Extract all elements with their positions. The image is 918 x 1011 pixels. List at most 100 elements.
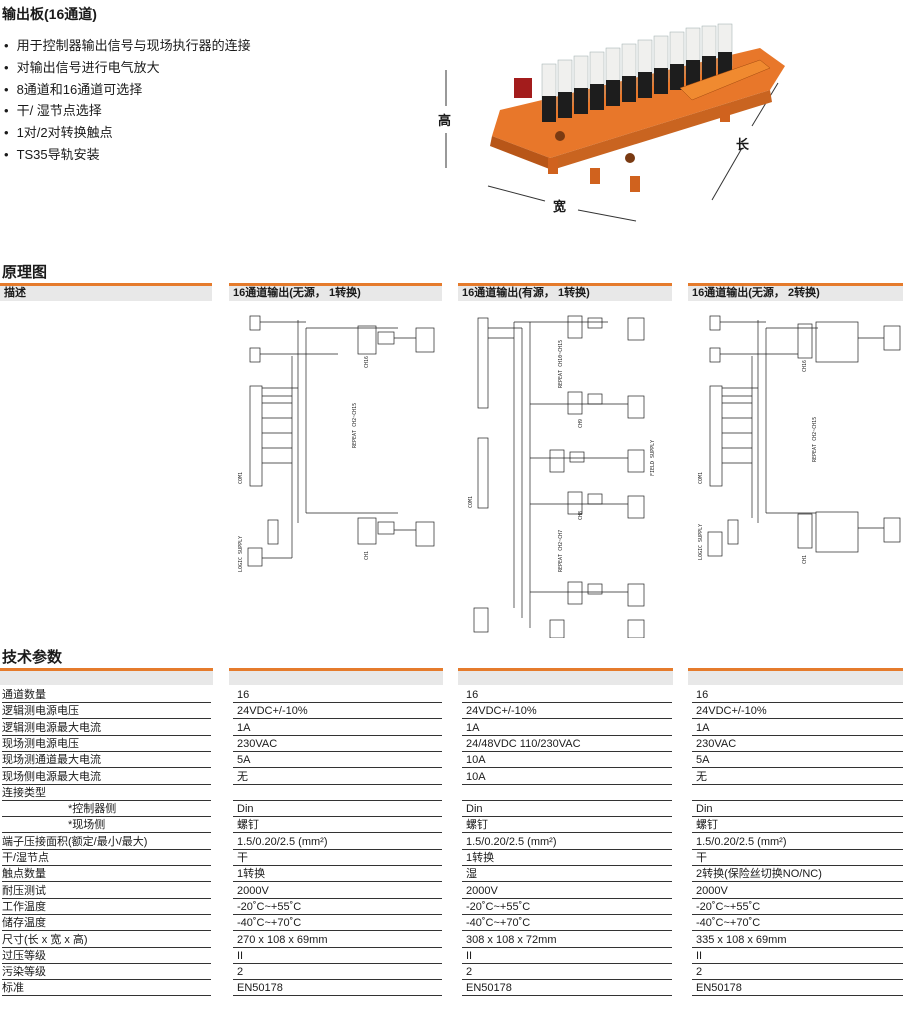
spec-cell: -40˚C~+70˚C	[692, 915, 903, 931]
spec-row-label: 干/湿节点	[2, 850, 211, 866]
spec-cell: 10A	[462, 752, 672, 768]
diagram-label: FIELD SUPPLY	[650, 440, 656, 476]
spec-row-label: 过压等级	[2, 948, 211, 964]
spec-cell: 1.5/0.20/2.5 (mm²)	[233, 834, 442, 850]
spec-cell: 螺钉	[233, 817, 442, 833]
spec-cell: 干	[233, 850, 442, 866]
schematic-diagram-3: REPEAT CH2~CH15 CH16 CH1 LOGIC SUPPLY CO…	[698, 315, 901, 564]
spec-row-label: 端子压接面积(额定/最小/最大)	[2, 834, 211, 850]
spec-row-label: *现场侧	[2, 817, 211, 833]
specs-header-bar	[688, 668, 903, 685]
spec-cell: EN50178	[692, 980, 903, 996]
spec-cell: 335 x 108 x 69mm	[692, 932, 903, 948]
feature-item: 1对/2对转换触点	[4, 122, 251, 144]
spec-cell: 无	[692, 769, 903, 785]
diagram-label: CH1	[364, 551, 370, 560]
diagram-label: COM1	[238, 472, 244, 484]
schematic-col-header: 16通道输出(有源， 1转换)	[458, 283, 672, 301]
spec-row-label: 通道数量	[2, 687, 211, 703]
feature-item: 用于控制器输出信号与现场执行器的连接	[4, 35, 251, 57]
diagram-label: LOGIC SUPPLY	[238, 536, 244, 572]
spec-row-label: *控制器侧	[2, 801, 211, 817]
spec-row-sublabel: *现场侧	[68, 819, 106, 831]
spec-cell: 1转换	[462, 850, 672, 866]
spec-row-label: 现场测通道最大电流	[2, 752, 211, 768]
spec-row-label: 标准	[2, 980, 211, 996]
spec-cell: -20˚C~+55˚C	[462, 899, 672, 915]
diagram-label: REPEAT CH10~CH15	[558, 340, 564, 388]
specs-header-bar	[0, 668, 213, 685]
spec-cell	[233, 785, 442, 801]
spec-row-label: 逻辑测电源电压	[2, 703, 211, 719]
schematic-col-header: 16通道输出(无源， 2转换)	[688, 283, 903, 301]
spec-cell: 308 x 108 x 72mm	[462, 932, 672, 948]
spec-cell: 10A	[462, 769, 672, 785]
spec-cell: 16	[462, 687, 672, 703]
schematic-desc-header: 描述	[0, 283, 212, 301]
diagram-label: REPEAT CH2~CH15	[352, 403, 358, 448]
spec-cell: 1A	[692, 720, 903, 736]
spec-cell: II	[462, 948, 672, 964]
spec-cell: 2000V	[233, 883, 442, 899]
product-image	[445, 23, 785, 222]
spec-cell	[462, 785, 672, 801]
diagram-label: REPEAT CH2~CH7	[558, 530, 564, 572]
spec-cell: 24/48VDC 110/230VAC	[462, 736, 672, 752]
spec-row-label: 污染等级	[2, 964, 211, 980]
spec-cell: 24VDC+/-10%	[233, 703, 442, 719]
page-title: 输出板(16通道)	[2, 6, 97, 22]
spec-cell: 无	[233, 769, 442, 785]
spec-cell: 1A	[233, 720, 442, 736]
spec-cell: 1转换	[233, 866, 442, 882]
diagram-label: REPEAT CH2~CH15	[812, 417, 818, 462]
spec-cell: 16	[692, 687, 903, 703]
schematic-diagram-2: REPEAT CH10~CH15 REPEAT CH2~CH7 CH9 CH8 …	[468, 315, 656, 638]
spec-row-label: 触点数量	[2, 866, 211, 882]
spec-cell: II	[692, 948, 903, 964]
spec-cell: 2	[233, 964, 442, 980]
spec-cell: 24VDC+/-10%	[692, 703, 903, 719]
spec-cell: 1A	[462, 720, 672, 736]
schematic-col-header: 16通道输出(无源， 1转换)	[229, 283, 442, 301]
height-label: 高	[438, 113, 452, 128]
spec-row-label: 储存温度	[2, 915, 211, 931]
spec-cell	[692, 785, 903, 801]
spec-row-label: 连接类型	[2, 785, 211, 801]
feature-item: 干/ 湿节点选择	[4, 100, 251, 122]
feature-item: 8通道和16通道可选择	[4, 79, 251, 101]
feature-item: TS35导轨安装	[4, 144, 251, 166]
spec-row-label: 工作温度	[2, 899, 211, 915]
spec-cell: 230VAC	[233, 736, 442, 752]
length-label: 长	[736, 137, 750, 152]
specs-section-title: 技术参数	[2, 649, 63, 666]
diagram-label: CH16	[802, 360, 808, 372]
schematic-section-title: 原理图	[2, 264, 48, 281]
spec-cell: Din	[462, 801, 672, 817]
spec-cell: 湿	[462, 866, 672, 882]
spec-cell: 螺钉	[462, 817, 672, 833]
spec-cell: -40˚C~+70˚C	[462, 915, 672, 931]
spec-cell: 230VAC	[692, 736, 903, 752]
diagram-label: CH8	[578, 511, 584, 520]
spec-cell: 2000V	[462, 883, 672, 899]
spec-cell: 2	[462, 964, 672, 980]
spec-cell: EN50178	[462, 980, 672, 996]
spec-cell: 1.5/0.20/2.5 (mm²)	[692, 834, 903, 850]
spec-cell: 16	[233, 687, 442, 703]
spec-row-label: 耐压测试	[2, 883, 211, 899]
feature-list: 用于控制器输出信号与现场执行器的连接 对输出信号进行电气放大 8通道和16通道可…	[4, 35, 251, 166]
spec-cell: 1.5/0.20/2.5 (mm²)	[462, 834, 672, 850]
diagram-label: COM1	[698, 472, 704, 484]
spec-row-label: 现场测电源电压	[2, 736, 211, 752]
diagram-label: CH1	[802, 555, 808, 564]
spec-cell: 24VDC+/-10%	[462, 703, 672, 719]
spec-cell: 5A	[233, 752, 442, 768]
spec-row-label: 逻辑测电源最大电流	[2, 720, 211, 736]
spec-cell: EN50178	[233, 980, 442, 996]
width-label: 宽	[553, 199, 567, 214]
spec-cell: 2000V	[692, 883, 903, 899]
spec-row-label: 尺寸(长 x 宽 x 高)	[2, 932, 211, 948]
spec-cell: Din	[233, 801, 442, 817]
diagram-label: COM1	[468, 496, 474, 508]
spec-row-label: 现场侧电源最大电流	[2, 769, 211, 785]
